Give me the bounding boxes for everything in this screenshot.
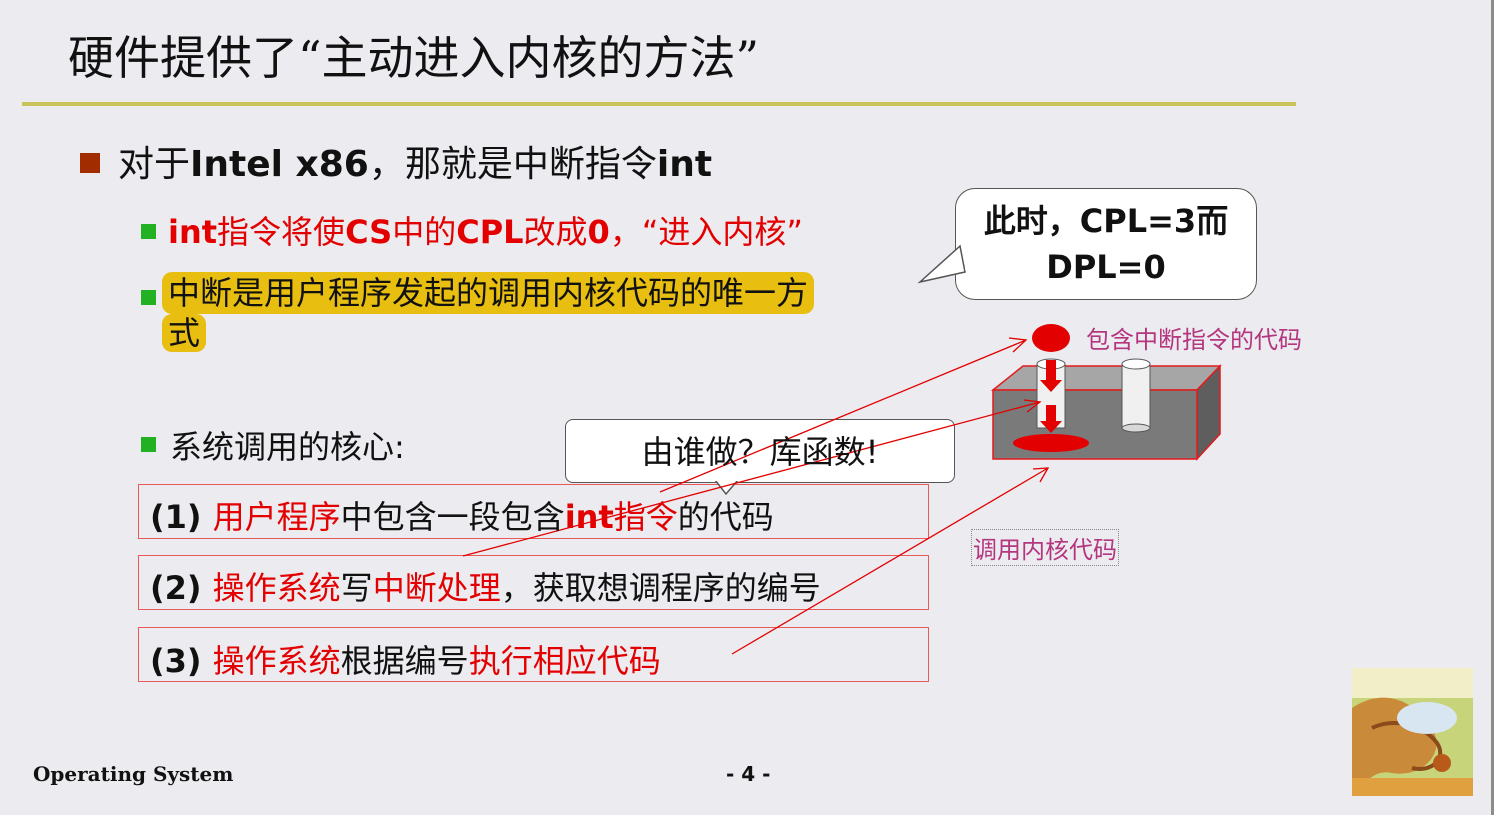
book-cover-icon: [1352, 668, 1473, 796]
t8: ，“进入内核”: [609, 213, 803, 251]
label-int-code: 包含中断指令的代码: [1086, 326, 1302, 354]
callout-box: [955, 188, 1257, 300]
callout-line-2: DPL=0: [1046, 248, 1166, 286]
green-bullet-icon: [141, 224, 156, 239]
arrow-to-kernel: [731, 467, 1049, 655]
green-bullet-icon: [141, 290, 156, 305]
highlight-line-1: 中断是用户程序发起的调用内核代码的唯一方: [162, 272, 815, 314]
t1: int: [168, 213, 218, 251]
arrow-head-icon: [1023, 399, 1042, 413]
arrow-to-int-code: [659, 339, 1027, 493]
bubble-tail-mask: [712, 474, 742, 481]
bullet-intel: 对于Intel x86，那就是中断指令int: [80, 135, 712, 187]
green-bullet-icon: [141, 437, 156, 452]
footer-page-number: - 4 -: [726, 762, 771, 786]
t6: 改成: [523, 213, 588, 251]
square-bullet-icon: [80, 153, 100, 173]
row-1-b: 中包含一段包含: [340, 498, 565, 536]
t4: 中的: [392, 213, 457, 251]
row-1-d: 指令: [613, 498, 678, 536]
row-1-text: (1) 用户程序中包含一段包含int指令的代码: [150, 492, 774, 538]
callout-text: 此时，CPL=3而 DPL=0: [955, 198, 1257, 290]
bullet-intel-bold: Intel x86: [190, 144, 369, 185]
row-2-b: 写: [340, 569, 373, 607]
bullet-syscall-core: 系统调用的核心:: [170, 428, 405, 466]
callout-tail: [917, 244, 966, 284]
slide-title: 硬件提供了“主动进入内核的方法”: [68, 31, 760, 85]
t3: CS: [345, 213, 393, 251]
arrow-to-handler: [462, 401, 1041, 557]
row-2-c: 中断处理: [372, 569, 501, 607]
row-2-a: 操作系统: [212, 569, 341, 607]
t7: 0: [587, 213, 610, 251]
row-box-2: [138, 555, 929, 610]
label-kernel-code: 调用内核代码: [971, 529, 1119, 566]
row-3-num: (3): [150, 642, 213, 680]
callout-tail-mask: [965, 246, 973, 270]
row-box-3: [138, 627, 929, 682]
row-2-text: (2) 操作系统写中断处理，获取想调程序的编号: [150, 563, 821, 609]
highlight-line-2: 式: [162, 314, 207, 352]
t2: 指令将使: [217, 213, 346, 251]
row-1-a: 用户程序: [212, 498, 341, 536]
row-3-b: 根据编号: [340, 642, 469, 680]
row-2-num: (2): [150, 569, 213, 607]
row-1-num: (1): [150, 498, 213, 536]
row-1-e: 的代码: [677, 498, 774, 536]
title-divider: [22, 102, 1296, 106]
bullet-intel-bold2: int: [656, 144, 713, 185]
arrows: [462, 337, 1050, 655]
t5: CPL: [456, 213, 524, 251]
slide-edge: [1491, 0, 1494, 815]
row-3-c: 执行相应代码: [468, 642, 661, 680]
row-1-c: int: [564, 498, 614, 536]
arrow-head-icon: [1008, 337, 1028, 353]
bubble-text: 由谁做？库函数!: [641, 433, 879, 471]
row-3-a: 操作系统: [212, 642, 341, 680]
bullet-int-cpl: int指令将使CS中的CPL改成0，“进入内核”: [168, 207, 803, 253]
row-box-1: [138, 484, 929, 539]
row-2-d: ，获取想调程序的编号: [500, 569, 821, 607]
footer-course: Operating System: [33, 762, 234, 786]
arrow-head-icon: [1032, 467, 1050, 483]
bullet-intel-pre: 对于: [118, 144, 191, 185]
row-3-text: (3) 操作系统根据编号执行相应代码: [150, 636, 661, 682]
bullet-intel-post: ，那就是中断指令: [368, 144, 657, 185]
kernel-block-icon: [990, 324, 1222, 461]
callout-line-1: 此时，CPL=3而: [983, 202, 1229, 240]
